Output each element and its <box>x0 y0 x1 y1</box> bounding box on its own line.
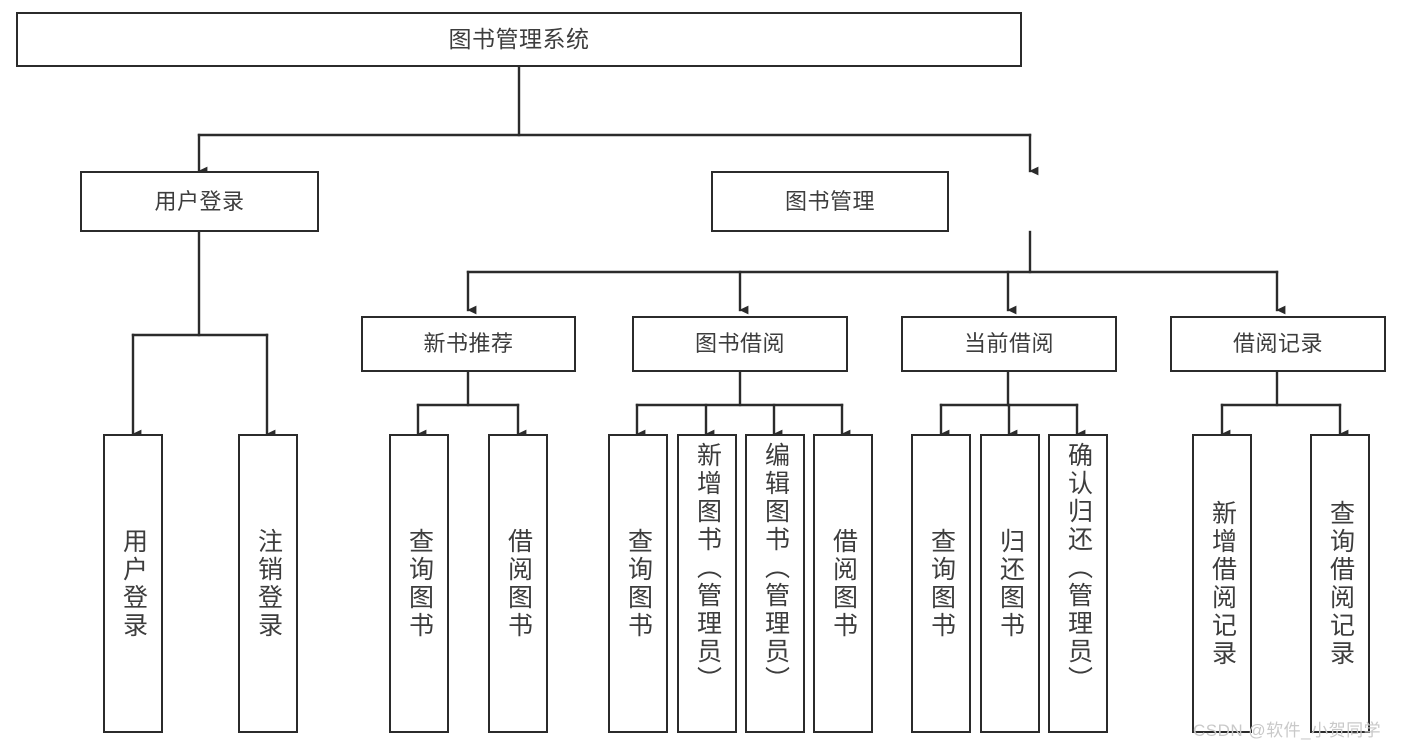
node-leaf-confirm-return-label: 确认归还（管理员） <box>1064 442 1093 694</box>
node-book-borrow[interactable]: 图书借阅 <box>632 316 848 372</box>
node-leaf-query-book-3-label: 查询图书 <box>927 527 956 640</box>
node-leaf-borrow-book-2[interactable]: 借阅图书 <box>813 434 873 733</box>
node-leaf-query-borrow-record[interactable]: 查询借阅记录 <box>1310 434 1370 733</box>
node-leaf-add-borrow-record[interactable]: 新增借阅记录 <box>1192 434 1252 733</box>
node-borrow-record[interactable]: 借阅记录 <box>1170 316 1386 372</box>
node-root[interactable]: 图书管理系统 <box>16 12 1022 67</box>
node-new-book-recommend[interactable]: 新书推荐 <box>361 316 576 372</box>
node-leaf-query-book-3[interactable]: 查询图书 <box>911 434 971 733</box>
node-leaf-add-borrow-record-label: 新增借阅记录 <box>1208 499 1237 668</box>
node-leaf-edit-book[interactable]: 编辑图书（管理员） <box>745 434 805 733</box>
node-current-borrow-label: 当前借阅 <box>963 331 1054 357</box>
node-leaf-user-login-label: 用户登录 <box>119 527 148 640</box>
node-leaf-query-book-1[interactable]: 查询图书 <box>389 434 449 733</box>
node-book-borrow-label: 图书借阅 <box>694 331 785 357</box>
node-leaf-borrow-book-1-label: 借阅图书 <box>504 527 533 640</box>
node-leaf-add-book-label: 新增图书（管理员） <box>693 442 722 694</box>
node-leaf-confirm-return[interactable]: 确认归还（管理员） <box>1048 434 1108 733</box>
node-book-manage-label: 图书管理 <box>784 188 875 214</box>
node-current-borrow[interactable]: 当前借阅 <box>901 316 1117 372</box>
node-leaf-return-book[interactable]: 归还图书 <box>980 434 1040 733</box>
node-leaf-add-book[interactable]: 新增图书（管理员） <box>677 434 737 733</box>
node-leaf-return-book-label: 归还图书 <box>996 527 1025 640</box>
node-leaf-query-book-2[interactable]: 查询图书 <box>608 434 668 733</box>
node-book-manage[interactable]: 图书管理 <box>711 171 949 232</box>
node-leaf-query-borrow-record-label: 查询借阅记录 <box>1326 499 1355 668</box>
node-user-login[interactable]: 用户登录 <box>80 171 319 232</box>
node-leaf-logout-label: 注销登录 <box>254 527 283 640</box>
node-leaf-user-login[interactable]: 用户登录 <box>103 434 163 733</box>
node-leaf-edit-book-label: 编辑图书（管理员） <box>761 442 790 694</box>
node-leaf-query-book-1-label: 查询图书 <box>405 527 434 640</box>
node-borrow-record-label: 借阅记录 <box>1232 331 1323 357</box>
node-leaf-query-book-2-label: 查询图书 <box>624 527 653 640</box>
node-root-label: 图书管理系统 <box>448 25 590 52</box>
node-new-book-recommend-label: 新书推荐 <box>423 331 514 357</box>
node-leaf-borrow-book-2-label: 借阅图书 <box>829 527 858 640</box>
node-leaf-borrow-book-1[interactable]: 借阅图书 <box>488 434 548 733</box>
node-user-login-label: 用户登录 <box>154 188 245 214</box>
csdn-watermark: CSDN @软件_小贺同学 <box>1193 721 1382 740</box>
node-leaf-logout[interactable]: 注销登录 <box>238 434 298 733</box>
